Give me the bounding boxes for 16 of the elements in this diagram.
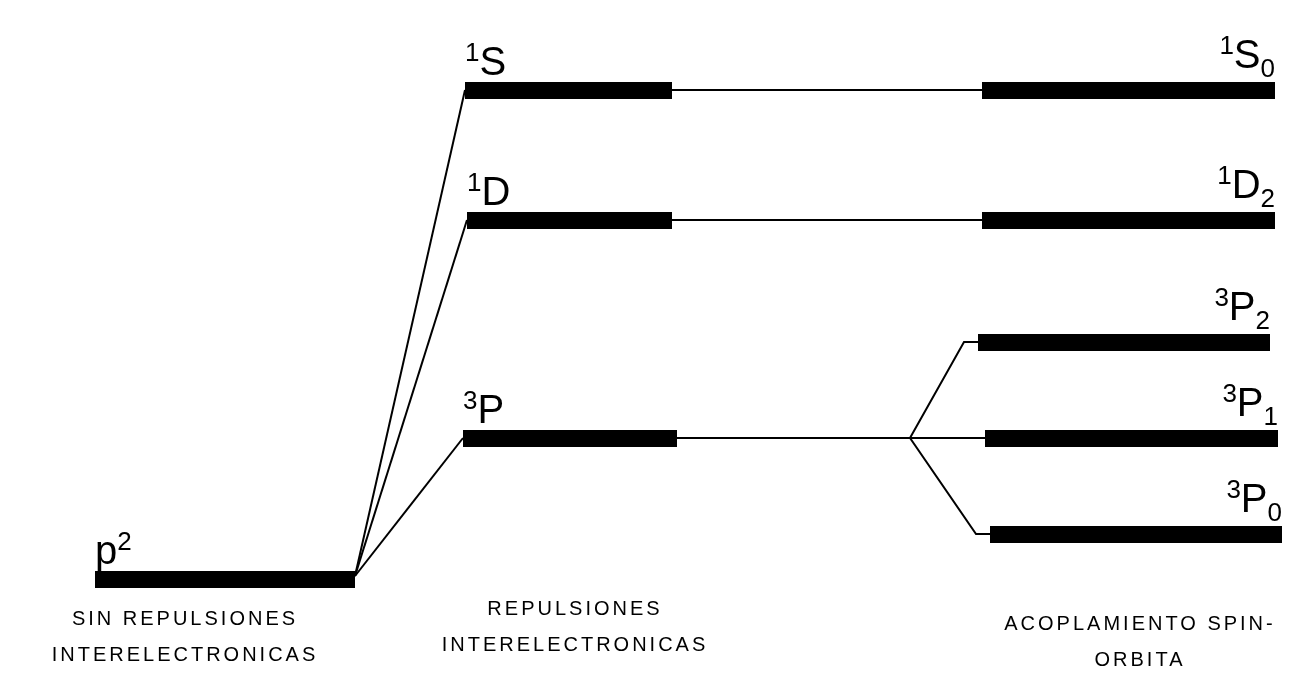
stage-caption: REPULSIONES INTERELECTRONICAS	[440, 596, 710, 657]
term-symbol: $^{1}$D$_{2}$	[1217, 161, 1275, 211]
term-symbol: $^{3}$P$_{0}$	[1226, 475, 1282, 525]
connector-line	[671, 89, 983, 91]
term-symbol: $^{1}$D	[467, 168, 511, 211]
term-symbol: $^{3}$P$_{2}$	[1214, 283, 1270, 333]
connector-line	[676, 437, 991, 535]
term-symbol: $^{1}$S	[465, 38, 507, 81]
connector-line	[354, 437, 464, 577]
stage-caption: ACOPLAMIENTO SPIN-ORBITA	[1003, 611, 1277, 672]
term-symbol: p$^{2}$	[95, 527, 132, 570]
stage-caption: SIN REPULSIONES INTERELECTRONICAS	[50, 606, 320, 667]
term-symbol: $^{1}$S$_{0}$	[1219, 31, 1275, 81]
term-symbol: $^{3}$P$_{1}$	[1222, 379, 1278, 429]
term-symbol: $^{3}$P	[463, 386, 505, 429]
connector-line	[671, 219, 983, 221]
